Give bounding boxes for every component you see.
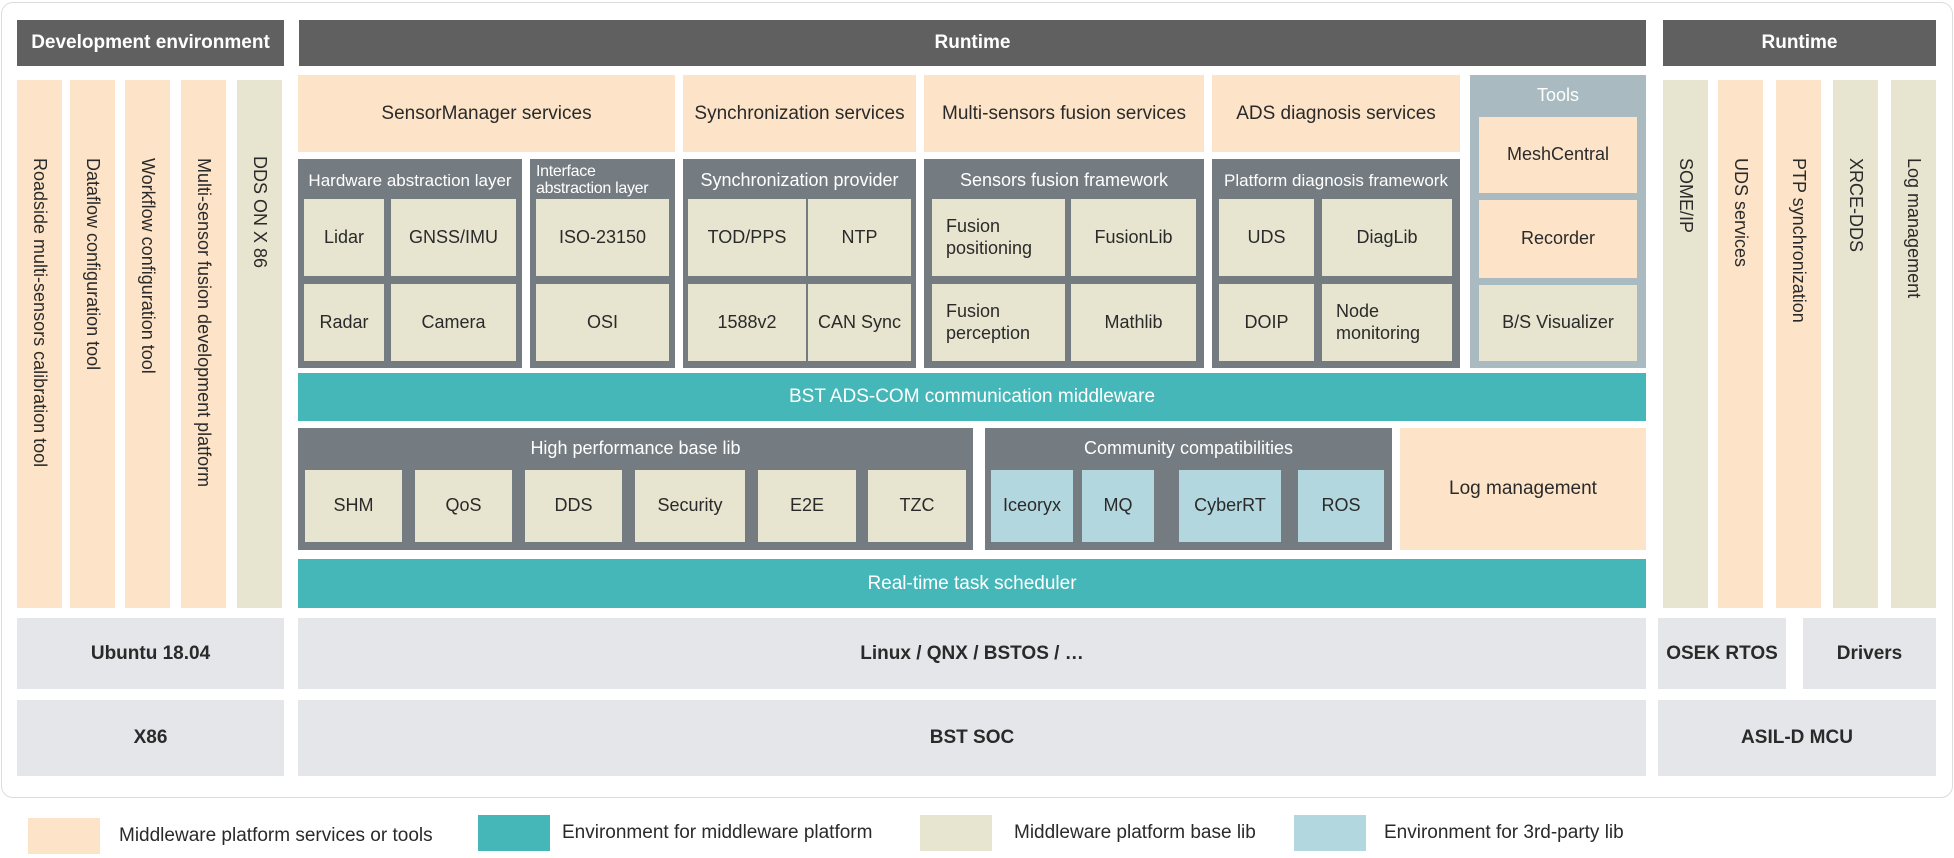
sync-can-sync: CAN Sync	[808, 284, 911, 361]
hw-asil-d-mcu: ASIL-D MCU	[1658, 700, 1936, 776]
hardware-abstraction-layer: Hardware abstraction layer Lidar GNSS/IM…	[298, 159, 522, 368]
log-management-box: Log management	[1400, 428, 1646, 550]
tool-meshcentral: MeshCentral	[1479, 117, 1637, 193]
sensors-fusion-framework: Sensors fusion framework Fusion position…	[924, 159, 1204, 368]
dev-tool-fusion-platform: Multi-sensor fusion development platform	[181, 80, 226, 608]
dev-tool-dataflow: Dataflow configuration tool	[70, 80, 115, 608]
legend-swatch-services	[28, 818, 100, 854]
pdf-title: Platform diagnosis framework	[1224, 171, 1448, 190]
ads-diagnosis-services: ADS diagnosis services	[1212, 75, 1460, 152]
dev-environment-header: Development environment	[17, 20, 284, 66]
right-runtime-log-management: Log management	[1891, 80, 1936, 608]
pdf-doip: DOIP	[1219, 284, 1314, 361]
base-lib-dds: DDS	[525, 470, 622, 542]
pdf-node-monitoring: Node monitoring	[1322, 284, 1452, 361]
tools-panel: Tools MeshCentral Recorder B/S Visualize…	[1470, 75, 1646, 368]
runtime-right-header: Runtime	[1663, 20, 1936, 66]
platform-diagnosis-framework: Platform diagnosis framework UDS DiagLib…	[1212, 159, 1460, 368]
synchronization-services: Synchronization services	[683, 75, 916, 152]
synchronization-provider: Synchronization provider TOD/PPS NTP 158…	[683, 159, 916, 368]
legend-label-services: Middleware platform services or tools	[119, 825, 433, 846]
community-mq: MQ	[1082, 470, 1154, 542]
os-osek-rtos: OSEK RTOS	[1658, 618, 1786, 689]
ial-osi: OSI	[536, 284, 669, 361]
hw-bst-soc: BST SOC	[298, 700, 1646, 776]
sync-1588v2: 1588v2	[688, 284, 806, 361]
runtime-header: Runtime	[299, 20, 1646, 66]
dev-tool-calibration: Roadside multi-sensors calibration tool	[17, 80, 62, 608]
sensormanager-services: SensorManager services	[298, 75, 675, 152]
base-lib-tzc: TZC	[868, 470, 966, 542]
base-lib-e2e: E2E	[758, 470, 856, 542]
right-runtime-someip: SOME/IP	[1663, 80, 1708, 608]
sync-ntp: NTP	[808, 199, 911, 276]
community-iceoryx: Iceoryx	[991, 470, 1073, 542]
sff-fusionlib: FusionLib	[1071, 199, 1196, 276]
base-lib-shm: SHM	[305, 470, 402, 542]
dev-tool-workflow: Workflow configuration tool	[125, 80, 170, 608]
base-lib-title: High performance base lib	[530, 438, 741, 458]
pdf-uds: UDS	[1219, 199, 1314, 276]
legend-swatch-3rd-party	[1294, 815, 1366, 851]
sff-mathlib: Mathlib	[1071, 284, 1196, 361]
interface-abstraction-layer: Interface abstraction layer ISO-23150 OS…	[530, 159, 675, 368]
ial-iso-23150: ISO-23150	[536, 199, 669, 276]
legend-label-3rd-party: Environment for 3rd-party lib	[1384, 822, 1624, 843]
right-runtime-uds-services: UDS services	[1718, 80, 1763, 608]
hal-title: Hardware abstraction layer	[308, 171, 512, 190]
hal-camera: Camera	[391, 284, 516, 361]
ial-title: Interface abstraction layer	[536, 163, 649, 197]
tool-bs-visualizer: B/S Visualizer	[1479, 285, 1637, 361]
os-linux-qnx-bstos: Linux / QNX / BSTOS / …	[298, 618, 1646, 689]
pdf-diaglib: DiagLib	[1322, 199, 1452, 276]
base-lib-security: Security	[635, 470, 745, 542]
communication-middleware-bar: BST ADS-COM communication middleware	[298, 373, 1646, 421]
community-ros: ROS	[1298, 470, 1384, 542]
sync-tod-pps: TOD/PPS	[688, 199, 806, 276]
tool-recorder: Recorder	[1479, 200, 1637, 278]
sff-title: Sensors fusion framework	[959, 170, 1169, 190]
legend-label-base-lib: Middleware platform base lib	[1014, 822, 1256, 843]
hal-gnss-imu: GNSS/IMU	[391, 199, 516, 276]
hw-x86: X86	[17, 700, 284, 776]
right-runtime-ptp-synchronization: PTP synchronization	[1776, 80, 1821, 608]
hal-radar: Radar	[304, 284, 384, 361]
real-time-task-scheduler-bar: Real-time task scheduler	[298, 559, 1646, 608]
legend-swatch-environment	[478, 815, 550, 851]
multi-sensors-fusion-services: Multi-sensors fusion services	[924, 75, 1204, 152]
sff-fusion-perception: Fusion perception	[932, 284, 1065, 361]
high-performance-base-lib: High performance base lib SHM QoS DDS Se…	[298, 428, 973, 550]
community-cyberrt: CyberRT	[1179, 470, 1281, 542]
os-drivers: Drivers	[1803, 618, 1936, 689]
legend-label-environment: Environment for middleware platform	[562, 822, 873, 843]
community-compatibilities: Community compatibilities Iceoryx MQ Cyb…	[985, 428, 1392, 550]
dev-tool-dds: DDS ON X 86	[237, 80, 282, 608]
os-ubuntu: Ubuntu 18.04	[17, 618, 284, 689]
community-title: Community compatibilities	[1083, 438, 1294, 458]
hal-lidar: Lidar	[304, 199, 384, 276]
sff-fusion-positioning: Fusion positioning	[932, 199, 1065, 276]
legend-swatch-base-lib	[920, 815, 992, 851]
tools-title: Tools	[1536, 85, 1580, 105]
base-lib-qos: QoS	[415, 470, 512, 542]
right-runtime-xrce-dds: XRCE-DDS	[1833, 80, 1878, 608]
sync-title: Synchronization provider	[700, 170, 899, 190]
